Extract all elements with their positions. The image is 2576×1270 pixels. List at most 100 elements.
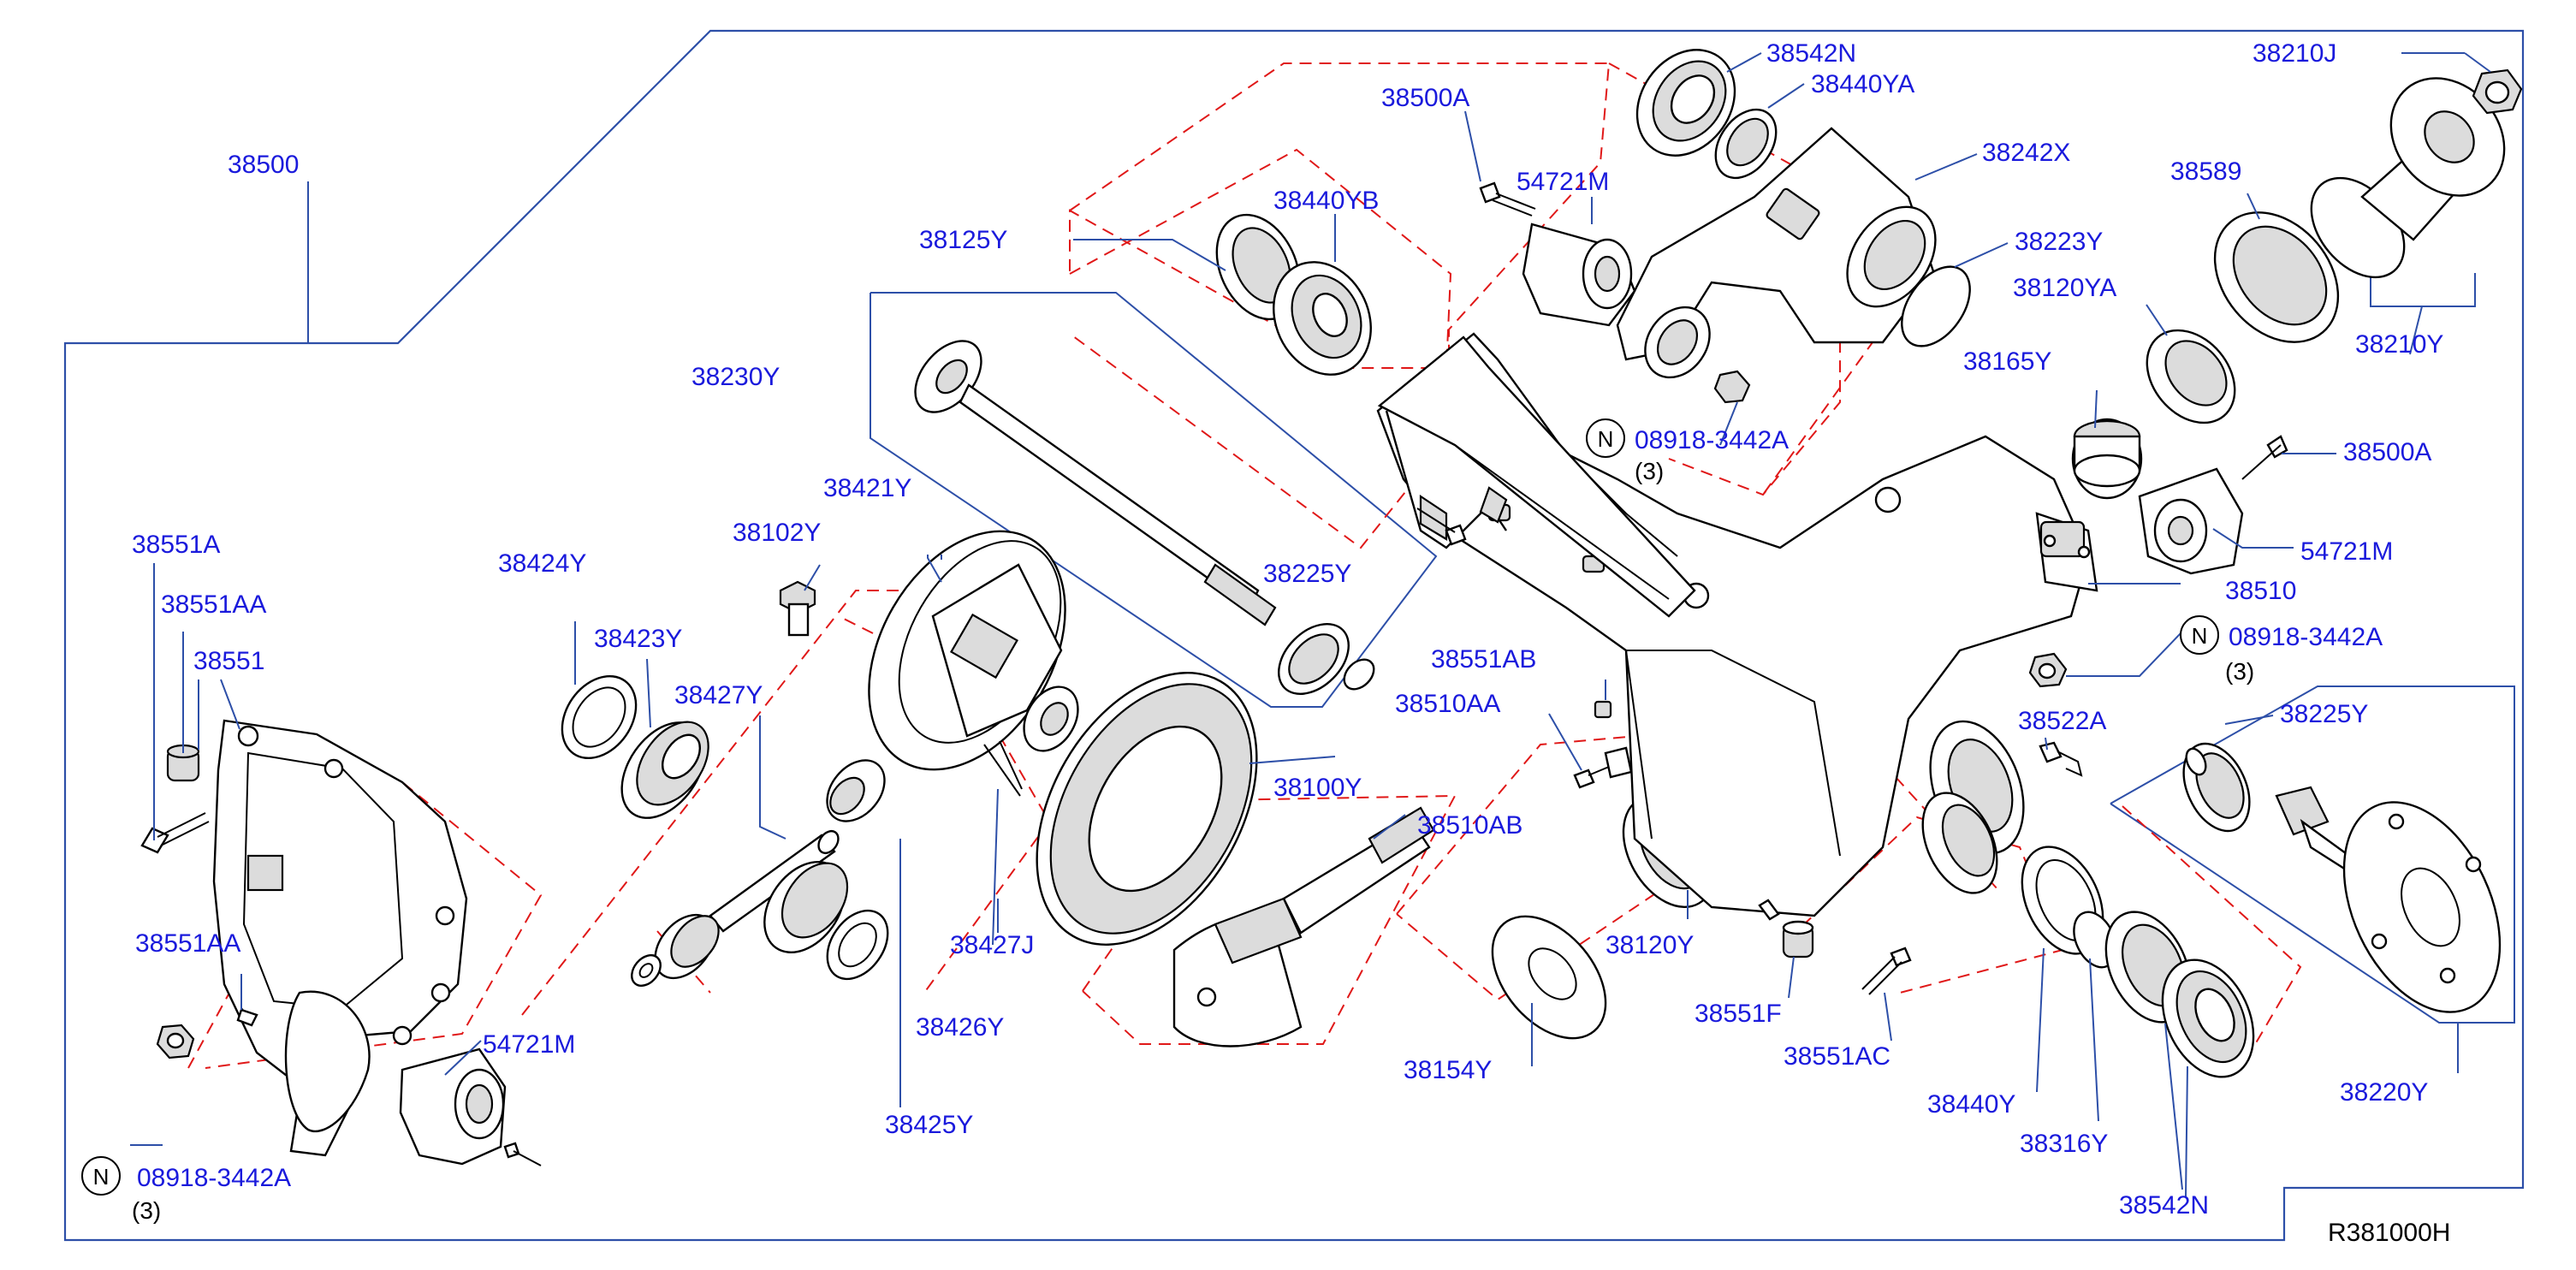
nut-top: [1713, 370, 1751, 404]
label-38551AA-top: 38551AA: [161, 590, 266, 619]
label-38225Y-mid: 38225Y: [1263, 560, 1351, 588]
qty-n-top: (3): [1635, 458, 1664, 484]
breather-38522A: [2039, 741, 2083, 777]
seal-38225Y-right: [2182, 742, 2251, 833]
label-38500A-top: 38500A: [1381, 84, 1469, 112]
label-38542N-top: 38542N: [1766, 39, 1856, 68]
label-38242X: 38242X: [1982, 139, 2070, 167]
guide-pinion: [1082, 794, 1457, 1045]
badge-n-left: N (3): [81, 1156, 161, 1224]
label-38225Y-right: 38225Y: [2280, 700, 2368, 728]
mount-54721M-right: [2138, 435, 2288, 575]
diff-case-38421Y: [868, 530, 1079, 797]
rear-cover-38551: [212, 719, 468, 1157]
oring-38223Y: [1901, 265, 1971, 347]
bracket-38242X: [1616, 127, 1937, 379]
bearing-38120YA: [2146, 329, 2236, 424]
svg-text:N: N: [93, 1164, 110, 1190]
label-38125Y: 38125Y: [919, 226, 1007, 254]
label-38426Y: 38426Y: [916, 1013, 1004, 1042]
side-gear-38423Y: [620, 721, 709, 819]
ring-gear-38100Y: [1036, 672, 1258, 946]
guide-carrier-top: [1608, 62, 1841, 496]
bolt-38551AC: [1861, 947, 1912, 995]
pinion-gear-38426Y: [826, 759, 886, 822]
seal-38542N-top: [1635, 49, 1736, 157]
label-38154Y: 38154Y: [1404, 1056, 1492, 1084]
nut-38210J: [2472, 68, 2523, 115]
label-38102Y: 38102Y: [733, 519, 821, 547]
label-38425Y: 38425Y: [885, 1111, 973, 1139]
qty-n-left: (3): [132, 1197, 161, 1224]
seal-38165Y: [2071, 418, 2143, 500]
label-38551AA-bottom: 38551AA: [135, 929, 240, 958]
washer-38425Y: [826, 909, 889, 981]
label-38223Y: 38223Y: [2015, 228, 2103, 256]
label-38551F: 38551F: [1695, 1000, 1782, 1028]
label-38551A: 38551A: [132, 531, 220, 559]
bolt-38500A-top: [1479, 181, 1536, 217]
guide-flange-right: [2122, 805, 2302, 1067]
label-38440YB: 38440YB: [1273, 187, 1379, 215]
label-38510AB: 38510AB: [1417, 811, 1522, 840]
seal-38225Y-mid: [1278, 623, 1375, 695]
part-labels: 38500 38500A 38542N 38440YA 38242X 54721…: [132, 39, 2443, 1220]
subframe-38220Y: [2110, 685, 2515, 1024]
label-08918-left: 08918-3442A: [137, 1164, 291, 1192]
label-38510AA: 38510AA: [1395, 690, 1500, 718]
seal-38542N-bottom: [2161, 958, 2255, 1078]
seal-38589: [2213, 211, 2340, 343]
label-38440YA: 38440YA: [1811, 70, 1914, 98]
label-38210Y: 38210Y: [2355, 330, 2443, 359]
label-38165Y: 38165Y: [1963, 347, 2051, 376]
guide-bolt: [838, 615, 874, 634]
label-38522A: 38522A: [2018, 707, 2106, 735]
flange-38210Y: [2310, 77, 2506, 279]
nut-08918-left: [156, 1024, 195, 1059]
label-38423Y: 38423Y: [594, 625, 682, 653]
label-38542N-bottom: 38542N: [2119, 1191, 2209, 1220]
mount-54721M-left: [399, 1047, 542, 1166]
label-38427Y: 38427Y: [674, 681, 763, 709]
badge-n-top: N (3): [1586, 418, 1664, 484]
label-38220Y: 38220Y: [2340, 1078, 2428, 1107]
label-38551AB: 38551AB: [1431, 645, 1536, 674]
label-38316Y: 38316Y: [2020, 1130, 2108, 1158]
label-38424Y: 38424Y: [498, 549, 586, 578]
label-54721M-top: 54721M: [1517, 168, 1609, 196]
svg-text:N: N: [1598, 426, 1614, 452]
label-38120YA: 38120YA: [2013, 274, 2116, 302]
label-38120Y: 38120Y: [1606, 931, 1694, 959]
diagram-frame: [63, 29, 2525, 1242]
label-38510: 38510: [2225, 577, 2296, 605]
axle-shaft-38230Y: [914, 340, 1277, 626]
label-38440Y: 38440Y: [1927, 1090, 2015, 1119]
label-38210J: 38210J: [2253, 39, 2336, 68]
label-38100Y: 38100Y: [1273, 774, 1362, 802]
pinion-gear-38426Y-left: [654, 913, 720, 980]
svg-text:N: N: [2192, 623, 2208, 649]
bolt-38102Y: [779, 580, 816, 637]
label-08918-right: 08918-3442A: [2229, 623, 2383, 651]
bolt-axle-tube: [1416, 507, 1467, 546]
pin-38427J: [999, 740, 1023, 790]
leader-lines: [130, 52, 2491, 1197]
label-08918-top: 08918-3442A: [1635, 426, 1789, 454]
label-54721M-right: 54721M: [2300, 537, 2393, 566]
shim-38154Y: [1491, 915, 1607, 1040]
label-38500: 38500: [228, 151, 299, 179]
nut-08918-right: [2028, 652, 2068, 688]
flange-38220Y: [2275, 786, 2502, 1013]
bolt-38551A: [140, 812, 210, 854]
subframe-38230Y: [870, 292, 1438, 708]
bushing-38551F: [1782, 920, 1814, 958]
guide-shim: [1396, 726, 1736, 1001]
drive-pinion: [1172, 806, 1435, 1047]
bolt-38510AA: [1573, 746, 1633, 789]
bearing-38440YA: [1714, 108, 1778, 180]
bearing-38440Y: [1921, 792, 1998, 894]
pin-38551AA-bottom-body: [236, 1008, 258, 1027]
label-54721M-left: 54721M: [483, 1030, 575, 1059]
label-38427J: 38427J: [950, 931, 1034, 959]
